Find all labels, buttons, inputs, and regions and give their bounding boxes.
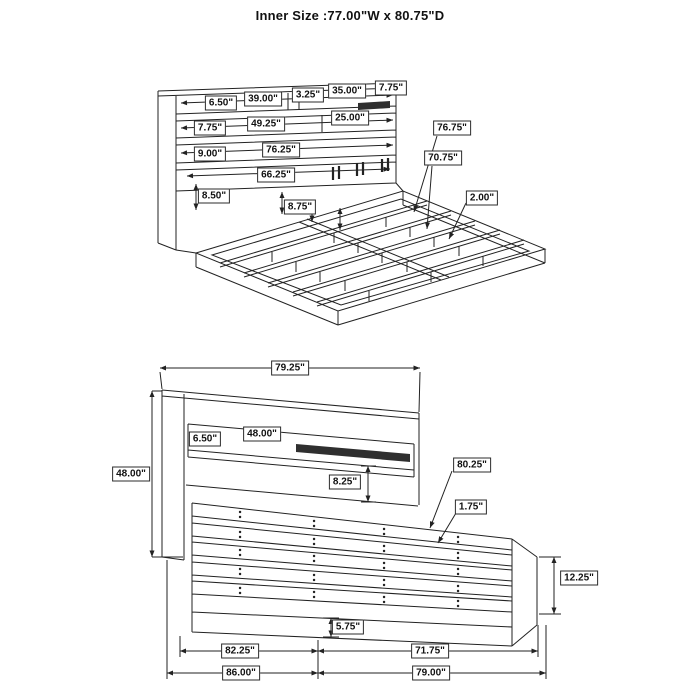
dimension-label-8.50: 8.50" xyxy=(197,188,231,204)
dimension-label-8.75: 8.75" xyxy=(283,199,317,215)
dimension-label-70.75: 70.75" xyxy=(424,150,462,166)
center-rail xyxy=(298,218,450,281)
leader-80-25 xyxy=(429,470,453,529)
dimension-label-2.00: 2.00" xyxy=(465,190,499,206)
dimension-label-25.00: 25.00" xyxy=(331,110,369,126)
dimension-label-6.50: 6.50" xyxy=(188,431,222,447)
dim-extensions-bottom xyxy=(166,560,547,679)
platform-side-faces xyxy=(175,182,546,326)
leader-76-75 xyxy=(413,135,438,213)
leader-70-75 xyxy=(425,165,433,230)
dimension-label-71.75: 71.75" xyxy=(411,643,449,659)
dimension-label-79.00: 79.00" xyxy=(412,665,450,681)
dimension-label-9.00: 9.00" xyxy=(193,146,227,162)
headboard-outline-bottom xyxy=(161,389,420,561)
dim-extensions-5-75 xyxy=(323,617,339,638)
inner-size-title: Inner Size :77.00"W x 80.75"D xyxy=(255,8,445,23)
platform-deck xyxy=(191,502,538,647)
dim-extensions-8-25 xyxy=(361,465,376,503)
dimension-label-48.00: 48.00" xyxy=(112,466,150,482)
dimension-label-76.75: 76.75" xyxy=(433,120,471,136)
dimension-label-82.25: 82.25" xyxy=(221,643,259,659)
dimension-label-3.25: 3.25" xyxy=(291,87,325,103)
dim-extensions-79-25 xyxy=(159,371,421,413)
cross-slats xyxy=(219,200,525,307)
dimension-label-66.25: 66.25" xyxy=(257,167,295,183)
dim-extensions-48-00 xyxy=(152,390,183,558)
leader-2-00 xyxy=(448,202,467,240)
dimension-label-6.50: 6.50" xyxy=(204,95,238,111)
dimension-label-5.75: 5.75" xyxy=(331,619,365,635)
dimension-label-79.25: 79.25" xyxy=(271,360,309,376)
dimension-label-8.25: 8.25" xyxy=(328,474,362,490)
dimension-label-39.00: 39.00" xyxy=(244,91,282,107)
dimension-label-35.00: 35.00" xyxy=(328,83,366,99)
dimension-label-7.75: 7.75" xyxy=(193,120,227,136)
dimension-label-12.25: 12.25" xyxy=(560,570,598,586)
dimension-label-48.00: 48.00" xyxy=(243,426,281,442)
dimension-label-76.25: 76.25" xyxy=(262,142,300,158)
slat-screw-holes xyxy=(238,510,460,608)
leader-1-75 xyxy=(437,512,457,544)
dimension-label-49.25: 49.25" xyxy=(247,116,285,132)
dim-extensions-12-25 xyxy=(539,556,561,615)
slat-support-legs xyxy=(271,217,484,301)
dimension-label-86.00: 86.00" xyxy=(222,665,260,681)
dimension-label-80.25: 80.25" xyxy=(453,457,491,473)
dimension-label-1.75: 1.75" xyxy=(454,499,488,515)
dimension-label-7.75: 7.75" xyxy=(374,80,408,96)
shelf-shadow-bottom xyxy=(296,444,410,462)
headboard-shelf-shadow xyxy=(358,101,390,110)
